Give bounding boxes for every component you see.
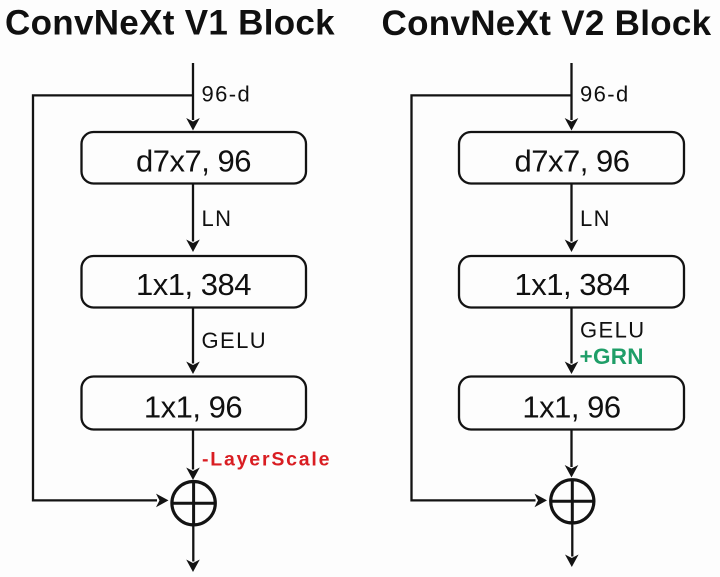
svg-text:1x1, 96: 1x1, 96 xyxy=(522,390,620,425)
svg-text:1x1, 96: 1x1, 96 xyxy=(144,390,242,425)
svg-text:LN: LN xyxy=(202,206,233,231)
svg-text:GELU: GELU xyxy=(202,328,268,353)
svg-text:ConvNeXt V2 Block: ConvNeXt V2 Block xyxy=(382,4,712,43)
svg-text:96-d: 96-d xyxy=(202,82,252,107)
svg-text:ConvNeXt V1 Block: ConvNeXt V1 Block xyxy=(5,4,335,43)
svg-text:d7x7, 96: d7x7, 96 xyxy=(136,144,251,179)
svg-text:GELU: GELU xyxy=(580,318,646,343)
svg-text:-LayerScale: -LayerScale xyxy=(202,449,331,471)
svg-text:1x1, 384: 1x1, 384 xyxy=(515,267,630,302)
svg-text:d7x7, 96: d7x7, 96 xyxy=(515,144,630,179)
svg-text:+GRN: +GRN xyxy=(580,344,644,369)
svg-text:LN: LN xyxy=(580,206,611,231)
svg-text:1x1, 384: 1x1, 384 xyxy=(136,267,251,302)
svg-text:96-d: 96-d xyxy=(580,82,630,107)
